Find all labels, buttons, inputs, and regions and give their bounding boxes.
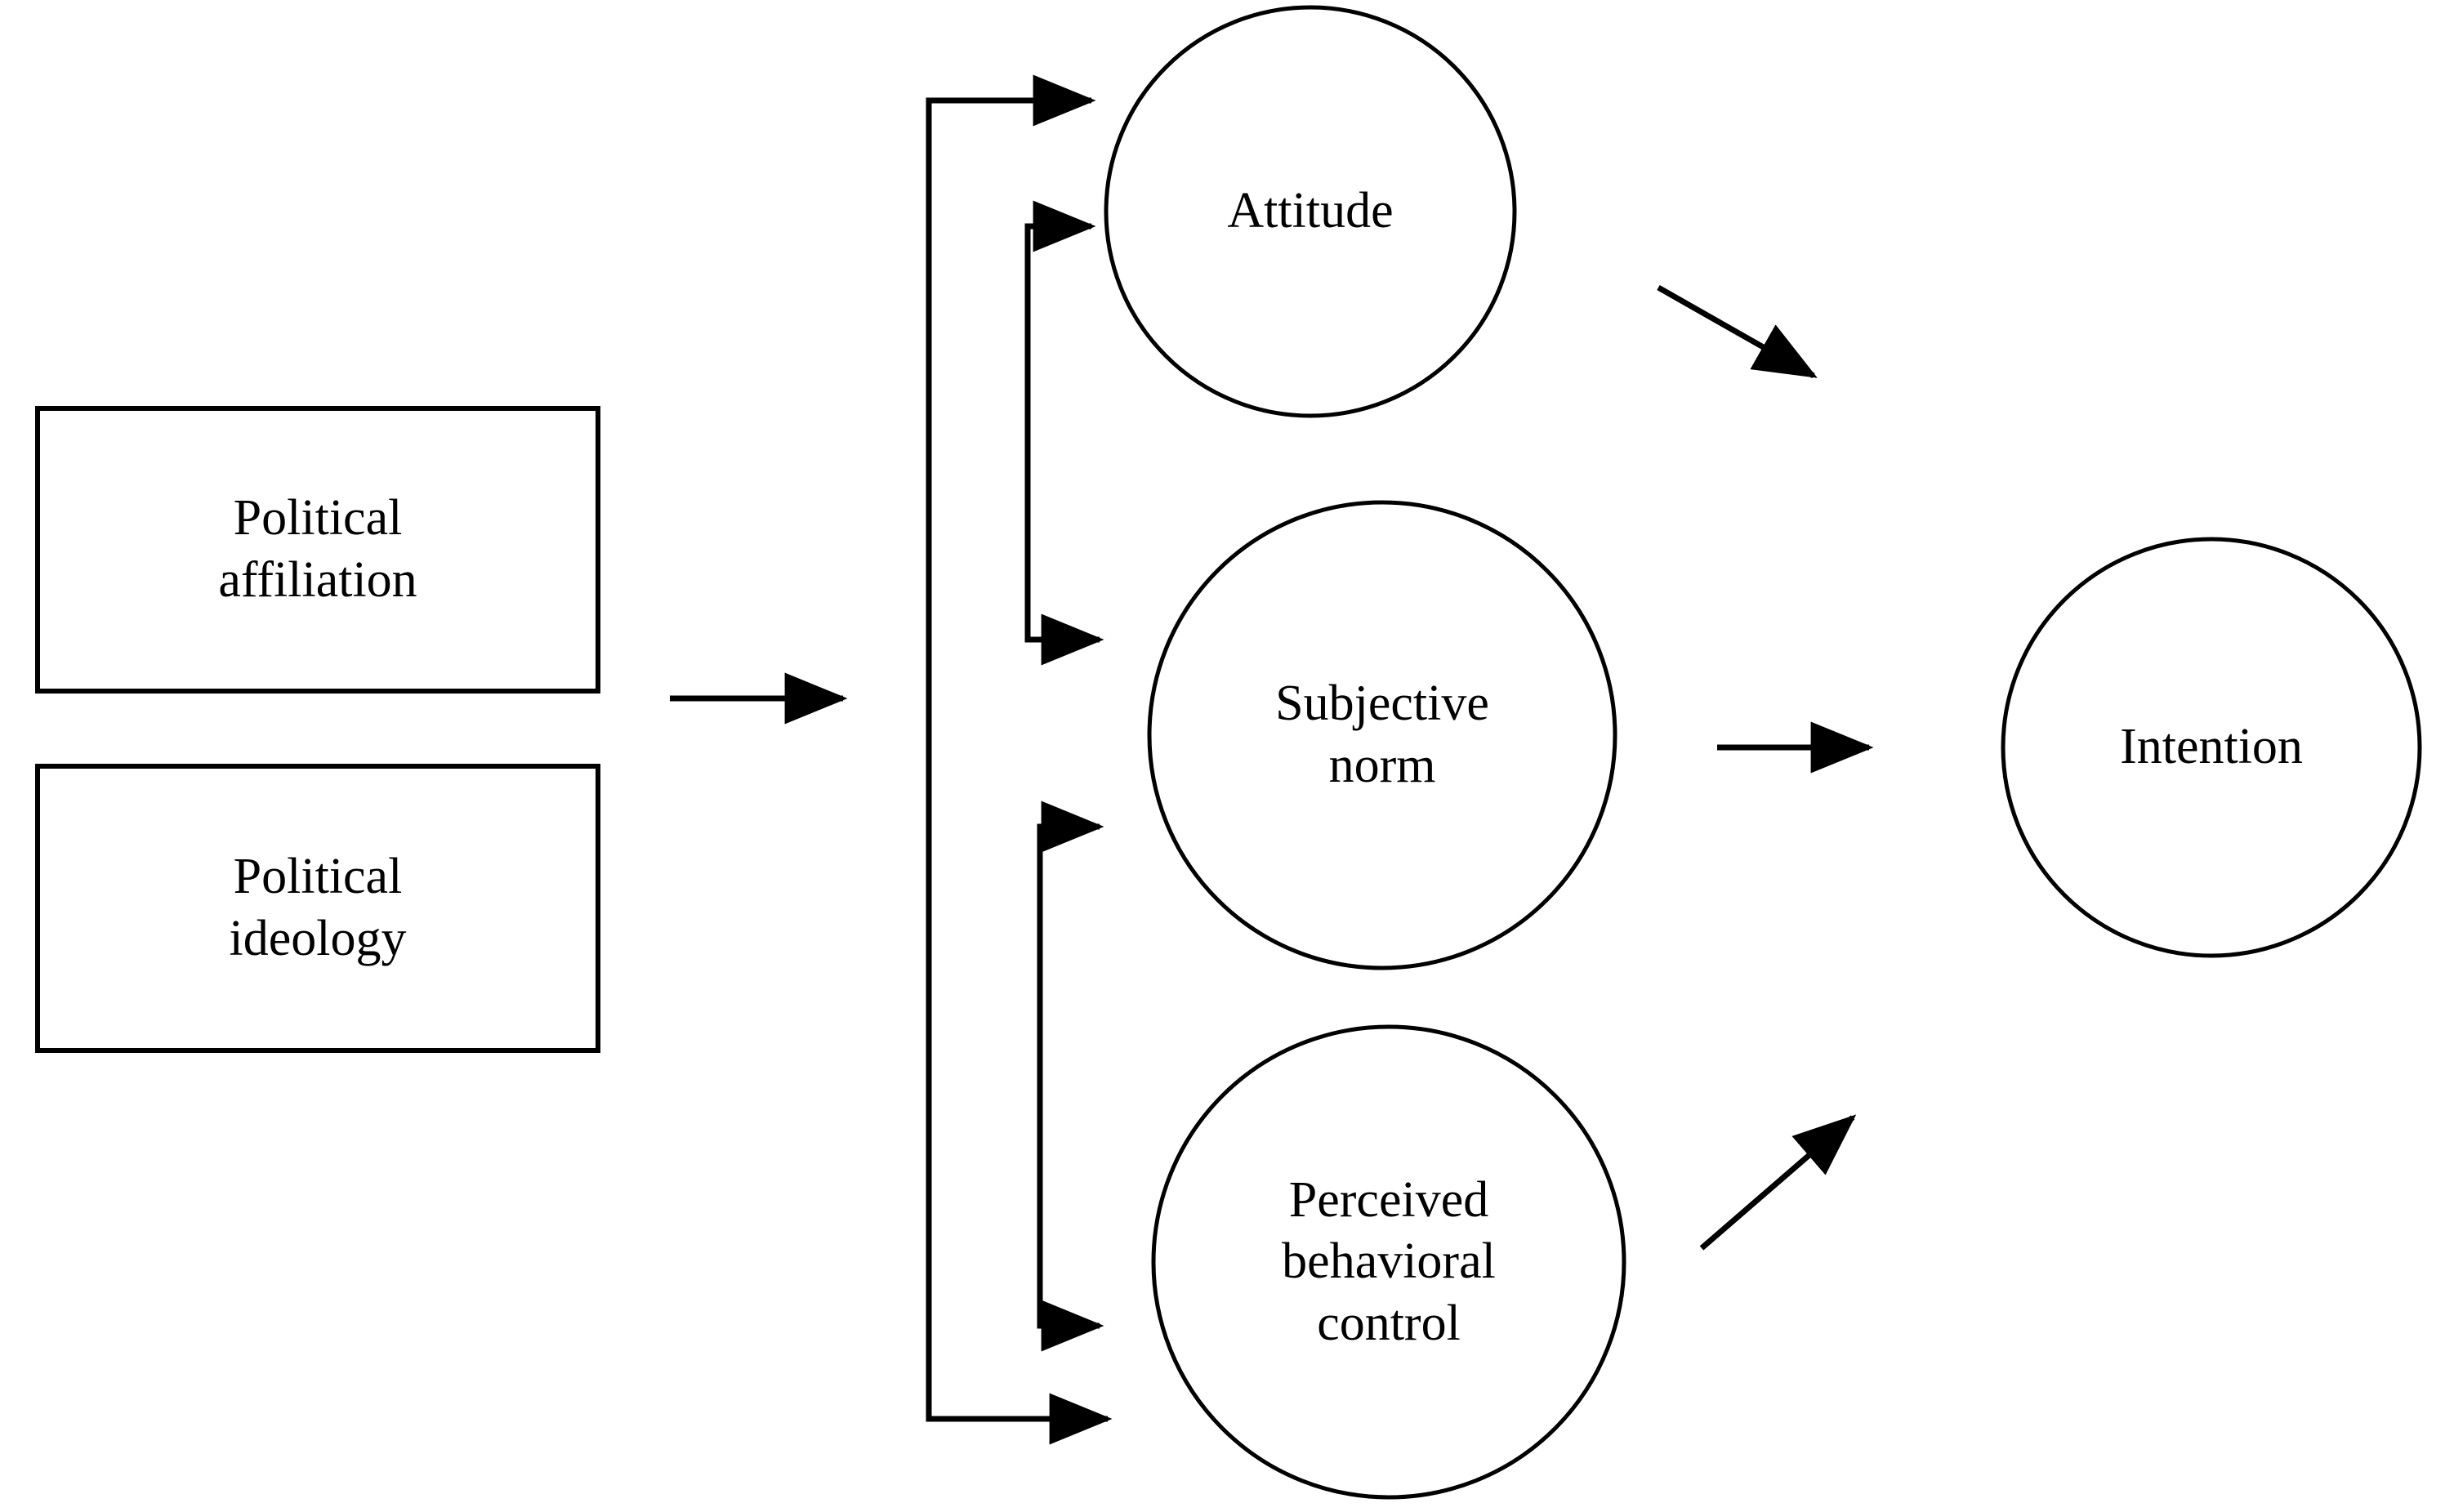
edge-upper-inner-bracket: [1024, 223, 1096, 643]
box-political-ideology[interactable]: [35, 764, 600, 1053]
circle-perceived-behavioral-control[interactable]: [1151, 1024, 1626, 1500]
box-political-affiliation[interactable]: [35, 406, 600, 694]
circle-subjective-norm[interactable]: [1147, 500, 1617, 970]
edge-pbc-to-intention: [1699, 1114, 1857, 1251]
edge-attitude-to-intention: [1657, 284, 1818, 379]
circle-intention[interactable]: [2001, 537, 2422, 958]
circle-attitude[interactable]: [1104, 5, 1517, 418]
edge-lower-inner-bracket: [1037, 823, 1096, 1329]
edge-outer-bracket: [926, 97, 1104, 1422]
